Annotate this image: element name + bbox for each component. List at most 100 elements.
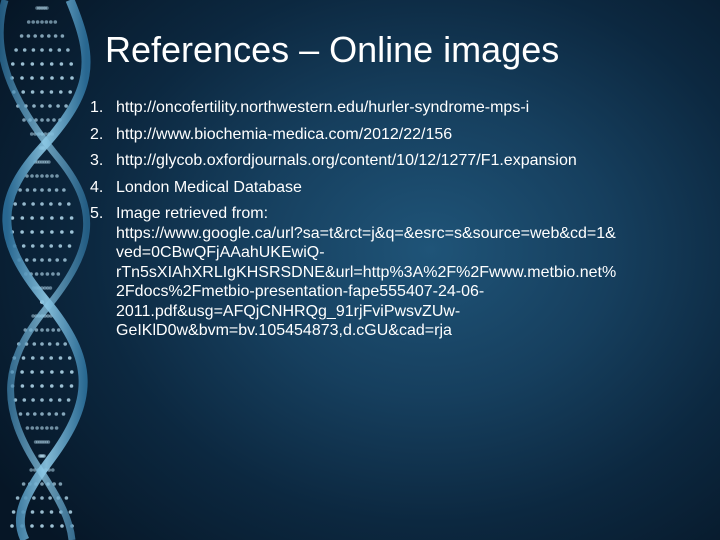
helix-rung-dot [49,356,53,360]
helix-rung-dot [51,272,55,276]
helix-rung-dot [59,384,64,388]
reference-number: 1. [90,99,104,116]
helix-rung-dot [35,6,39,10]
helix-rung-dot [48,104,52,108]
reference-text-line: Image retrieved from: [116,205,269,222]
helix-rung-dot [56,104,60,108]
helix-rung-dot [40,440,44,444]
helix-rung-dot [30,370,34,374]
helix-rung-dot [40,76,44,80]
helix-rung-dot [32,188,37,192]
helix-rung-dot [10,524,14,528]
reference-list: 1. http://oncofertility.northwestern.edu/… [90,98,690,348]
helix-rung-dot [64,496,69,500]
helix-rung-dot [41,6,46,10]
helix-rung-dot [30,76,34,80]
helix-rung-dot [40,454,44,458]
helix-rung-dot [35,174,39,178]
helix-rung-dot [58,202,62,206]
helix-rung-dot [40,48,44,52]
helix-rung-dot [43,286,47,290]
helix-rung-dot [70,230,74,234]
helix-rung-dot [57,48,62,52]
helix-rung-dot [30,174,34,178]
helix-rung-dot [35,160,40,164]
helix-rung-dot [44,160,49,164]
helix-rung-dot [42,160,47,164]
helix-rung-dot [30,384,34,388]
reference-item: 2.http://www.biochemia-medica.com/2012/2… [90,125,690,145]
helix-rung-dot [49,244,53,248]
helix-rung-dot [29,468,33,472]
helix-rung-dot [45,286,50,290]
helix-rung-dot [58,356,63,360]
helix-rung-dot [40,426,44,430]
helix-rung-dot [47,34,51,38]
helix-rung-dot [30,216,34,220]
helix-rung-dot [25,412,30,416]
helix-rung-dot [53,20,58,24]
helix-rung-dot [20,76,24,80]
helix-rung-dot [40,496,44,500]
helix-rung-dot [31,244,35,248]
helix-rung-dot [37,454,42,458]
helix-rung-dot [11,62,15,66]
helix-rung-dot [63,258,67,262]
reference-number: 5. [90,205,104,222]
reference-text-line: 2011.pdf&usg=AFQjCNHRQg_91rjFviPwsvZUw- [116,302,461,320]
helix-rung-dot [49,62,54,66]
helix-rung-dot [34,272,39,276]
helix-rung-dot [44,20,49,24]
helix-rung-dot [49,202,53,206]
helix-rung-dot [50,76,54,80]
slide-title: References – Online images [105,29,560,70]
helix-rung-dot [32,258,37,262]
helix-rung-dot [40,370,44,374]
helix-rung-dot [54,412,59,416]
helix-rung-dot [33,34,37,38]
helix-rung-dot [30,510,35,514]
reference-text-line: http://www.biochemia-medica.com/2012/22/… [116,125,453,143]
helix-rung-dot [63,342,67,346]
helix-rung-dot [38,440,42,444]
reference-text-line: http://oncofertility.northwestern.edu/hu… [116,99,530,116]
helix-rung-dot [40,524,44,528]
helix-rung-dot [60,230,64,234]
helix-rung-dot [50,174,54,178]
helix-rung-dot [47,258,52,262]
helix-rung-dot [55,258,59,262]
helix-rung-dot [59,216,64,220]
helix-rung-dot [68,510,73,514]
helix-rung-dot [45,328,50,332]
helix-rung-dot [40,412,44,416]
helix-rung-dot [13,202,17,206]
helix-rung-dot [40,244,44,248]
helix-rung-dot [44,440,49,444]
helix-rung-dot [40,510,44,514]
helix-rung-dot [49,90,54,94]
helix-rung-dot [20,216,25,220]
reference-text-line: 2Fdocs%2Fmetbio-presentation-fape555407-… [116,283,485,300]
helix-rung-dot [68,90,72,94]
helix-rung-dot [20,230,24,234]
helix-rung-dot [40,384,44,388]
helix-rung-dot [40,216,44,220]
helix-rung-dot [19,34,24,38]
helix-rung-dot [59,62,64,66]
helix-rung-dot [60,524,64,528]
helix-rung-dot [67,202,71,206]
helix-rung-dot [62,188,66,192]
helix-rung-dot [51,328,55,332]
helix-rung-dot [32,342,37,346]
helix-rung-dot [43,6,48,10]
reference-item: 1. http://oncofertility.northwestern.edu/… [90,98,690,118]
helix-rung-dot [31,202,35,206]
helix-rung-dot [45,6,49,10]
helix-rung-dot [54,188,59,192]
helix-rung-dot [48,496,52,500]
helix-rung-dot [36,6,41,10]
helix-rung-dot [22,48,27,52]
helix-rung-dot [40,118,44,122]
helix-rung-dot [39,454,43,458]
helix-rung-dot [21,244,26,248]
